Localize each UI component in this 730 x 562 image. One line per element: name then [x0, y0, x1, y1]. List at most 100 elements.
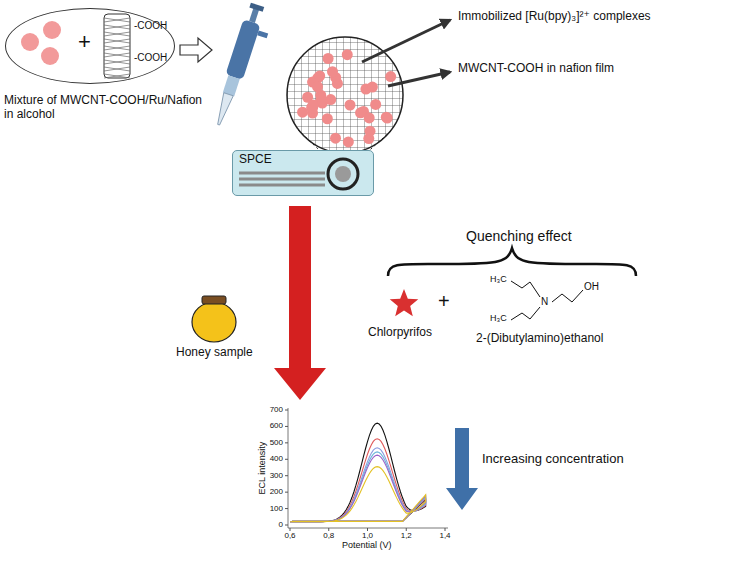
immobilized-complex	[381, 112, 392, 123]
nanotube-mesh	[104, 60, 130, 64]
tick-label: 0,6	[284, 531, 295, 540]
tick-label: 200	[270, 487, 283, 496]
group-label: -COOH	[134, 52, 167, 64]
mixture-oval: +	[5, 8, 175, 84]
electrode-track	[239, 178, 325, 181]
immobilized-complex	[325, 94, 336, 105]
immobilized-complex	[323, 53, 334, 64]
tick-label: 700	[270, 405, 283, 414]
callout-label: Immobilized [Ru(bpy)₃]²⁺ complexes	[458, 10, 651, 24]
immobilized-complex	[330, 133, 341, 144]
nanotube-mesh	[104, 67, 130, 71]
immobilized-complex	[327, 66, 338, 77]
nanotube-mesh	[104, 74, 130, 78]
working-electrode	[335, 166, 351, 182]
ecl-curve	[290, 455, 426, 522]
y-tick	[285, 492, 288, 493]
immobilized-complex	[342, 49, 353, 60]
ecl-curve	[290, 452, 426, 522]
y-tick	[285, 426, 288, 427]
node-text: SPCE	[239, 153, 272, 167]
immobilized-complex	[308, 100, 319, 111]
molecule-bond	[511, 281, 540, 297]
ru-complex-dot	[21, 33, 39, 51]
immobilized-complex	[370, 99, 381, 110]
pipette-tip	[214, 93, 233, 127]
y-tick	[285, 475, 288, 476]
axis-title: Potential (V)	[342, 540, 392, 550]
y-tick	[285, 508, 288, 509]
immobilized-complex	[367, 82, 378, 93]
x-tick	[328, 528, 329, 531]
atom-label: OH	[584, 281, 599, 293]
analyte-label: 2-(Dibutylamino)ethanol	[476, 332, 603, 346]
nanotube-mesh	[104, 46, 130, 50]
immobilized-complex	[345, 100, 356, 111]
nanotube-mesh	[104, 39, 130, 43]
immobilized-complex	[365, 126, 376, 137]
brace	[388, 248, 636, 276]
x-tick	[445, 528, 446, 531]
pipette	[210, 2, 276, 130]
working-electrode-ring	[328, 159, 358, 189]
immobilized-complex	[312, 81, 323, 92]
honey-lid	[202, 296, 226, 304]
y-tick	[285, 410, 288, 411]
nanotube-mesh	[104, 18, 130, 22]
tick-label: 1,4	[439, 531, 450, 540]
trend-arrow	[446, 428, 478, 510]
group-label: -COOH	[134, 20, 167, 32]
x-tick	[290, 528, 291, 531]
y-tick	[285, 525, 288, 526]
tick-label: 500	[270, 438, 283, 447]
caption-text: Mixture of MWCNT-COOH/Ru/Nafion in alcoh…	[4, 94, 210, 122]
immobilized-complex	[314, 70, 325, 81]
axis-title: ECL intensity	[257, 442, 267, 495]
tick-label: 0,8	[323, 531, 334, 540]
spce-electrode: SPCE	[232, 150, 374, 196]
immobilized-complex	[343, 136, 354, 147]
immobilized-complex	[297, 107, 308, 118]
x-tick	[406, 528, 407, 531]
tick-label: 600	[270, 421, 283, 430]
ru-complex-dot	[41, 47, 59, 65]
atom-label: H₃C	[490, 313, 507, 323]
chlorpyrifos-star	[390, 289, 419, 316]
node-text: +	[78, 29, 91, 54]
y-tick	[285, 459, 288, 460]
sample-label: Honey sample	[176, 346, 253, 360]
nanotube-mesh	[104, 18, 130, 22]
plus-sign: +	[438, 290, 450, 313]
nanotube-mesh	[104, 53, 130, 57]
ecl-curve	[290, 467, 426, 522]
ecl-curve	[290, 448, 426, 522]
analyte-label: Chlorpyrifos	[368, 326, 432, 340]
nanotube-mesh	[104, 60, 130, 64]
y-tick	[285, 442, 288, 443]
tick-label: 300	[270, 471, 283, 480]
immobilized-complex	[385, 71, 396, 82]
tick-label: 100	[270, 504, 283, 513]
tick-label: 400	[270, 454, 283, 463]
leader-arrow	[388, 72, 450, 86]
tick-label: 1,0	[362, 531, 373, 540]
honey-jar	[192, 302, 236, 342]
ecl-curve	[290, 423, 426, 522]
effect-label: Quenching effect	[466, 228, 572, 244]
nanotube-mesh	[104, 32, 130, 36]
immobilized-complex	[382, 113, 393, 124]
nanotube-mesh	[104, 25, 130, 29]
pipette-button	[249, 3, 264, 12]
ecl-curve	[290, 439, 426, 522]
nanotube-mesh	[104, 39, 130, 43]
ru-complex-dot	[43, 21, 61, 39]
atom-label: N	[541, 296, 548, 308]
nanotube-mesh	[104, 67, 130, 71]
immobilized-complex	[355, 107, 366, 118]
x-tick	[367, 528, 368, 531]
hollow-arrow	[180, 38, 212, 62]
electrode-track	[239, 184, 325, 187]
tick-label: 0	[279, 520, 283, 529]
nanotube-mesh	[104, 74, 130, 78]
pipette-body	[226, 19, 261, 80]
